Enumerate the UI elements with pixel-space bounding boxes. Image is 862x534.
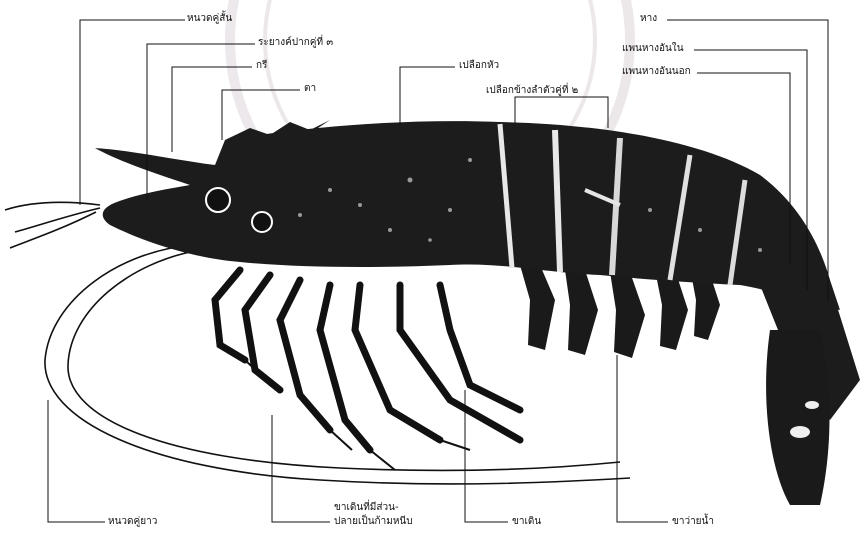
label-rostrum: กรี	[256, 60, 267, 72]
label-swimmerets: ขาว่ายน้ำ	[672, 516, 714, 528]
label-walking-legs: ขาเดิน	[512, 516, 541, 528]
label-eye: ตา	[304, 83, 316, 95]
label-inner-uropod: แพนหางอันใน	[622, 43, 684, 55]
label-outer-uropod: แพนหางอันนอก	[622, 66, 691, 78]
shrimp-body	[95, 120, 840, 310]
label-chelate-legs: ขาเดินที่มีส่วน-	[334, 502, 399, 514]
label-carapace: เปลือกหัว	[459, 60, 499, 72]
label-third-maxilliped: ระยางค์ปากคู่ที่ ๓	[258, 37, 333, 49]
tail-fan	[760, 285, 860, 505]
label-second-pleura: เปลือกข้างลำตัวคู่ที่ ๒	[486, 85, 578, 97]
label-short-antenna: หนวดคู่สั้น	[187, 13, 232, 25]
label-long-antenna: หนวดคู่ยาว	[108, 516, 157, 528]
label-telson: หาง	[640, 13, 657, 25]
walking-legs	[215, 270, 520, 450]
label-chelate-legs-line2: ปลายเป็นก้ามหนีบ	[334, 516, 413, 528]
